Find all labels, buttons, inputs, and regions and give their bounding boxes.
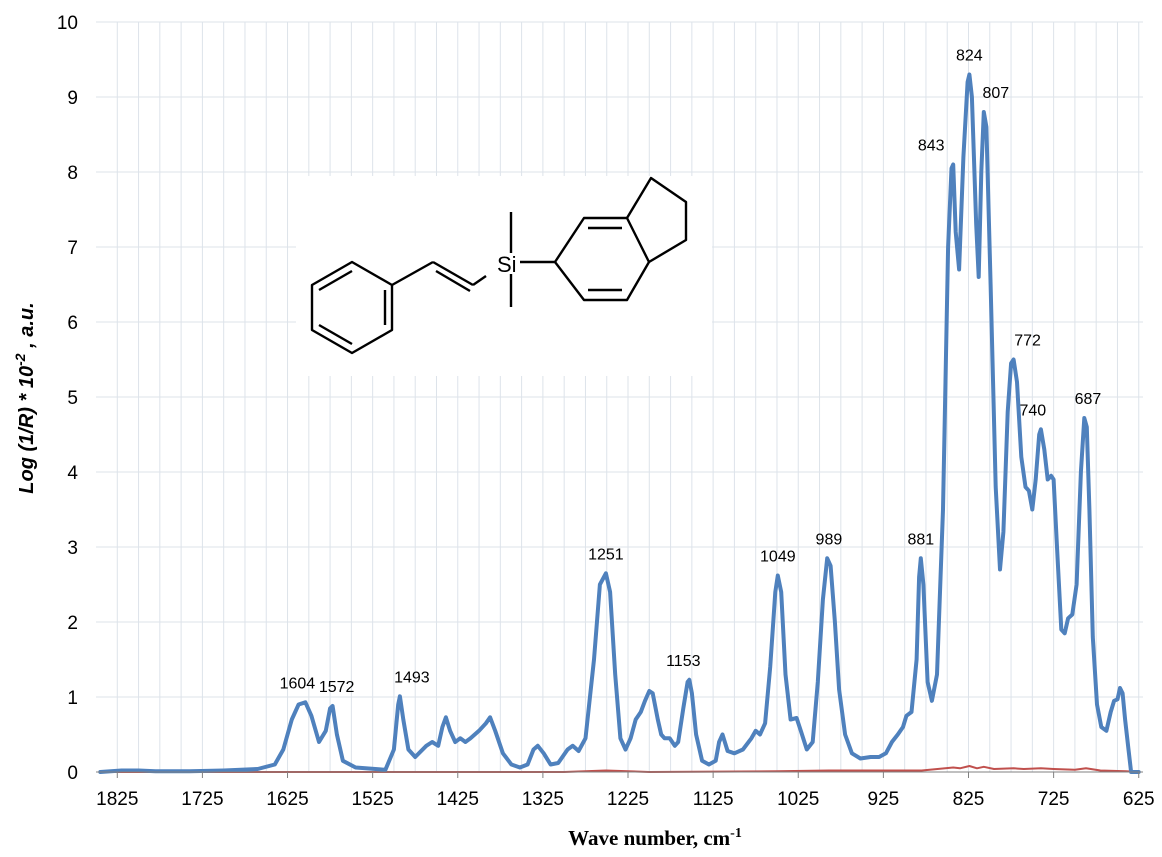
y-tick-label-3: 3 — [67, 538, 78, 559]
y-tick-label-5: 5 — [67, 388, 78, 409]
x-tick-label-1225: 1225 — [607, 789, 649, 810]
series-layer — [98, 72, 1141, 774]
phenyl-inner-bond-3 — [318, 323, 353, 346]
y-tick-label-4: 4 — [67, 463, 78, 484]
x-tick-label-1425: 1425 — [437, 789, 479, 810]
peak-label-740: 740 — [1020, 402, 1047, 419]
peak-label-1493: 1493 — [394, 669, 430, 686]
molecule-bonds — [310, 176, 688, 355]
x-tick-label-1025: 1025 — [777, 789, 819, 810]
vinyl-to-si-bond — [472, 275, 487, 286]
peak-label-772: 772 — [1014, 333, 1041, 350]
axes — [96, 771, 1143, 778]
molecule-structure-inset: Si — [296, 176, 712, 376]
peak-label-1153: 1153 — [666, 653, 701, 670]
y-tick-label-8: 8 — [67, 163, 78, 184]
peak-label-824: 824 — [956, 48, 983, 65]
y-axis-title-superscript: -2 — [12, 353, 28, 366]
y-tick-label-6: 6 — [67, 313, 78, 334]
peak-label-1572: 1572 — [319, 679, 355, 696]
x-tick-label-1625: 1625 — [266, 789, 308, 810]
vinyl-double-bond-a — [432, 260, 474, 287]
x-tick-label-625: 625 — [1123, 789, 1155, 810]
x-tick-label-1525: 1525 — [352, 789, 394, 810]
y-tick-label-7: 7 — [67, 238, 78, 259]
peak-label-807: 807 — [982, 85, 1009, 102]
peak-label-1604: 1604 — [280, 675, 316, 692]
peak-label-989: 989 — [816, 531, 843, 548]
x-axis-title-superscript: -1 — [730, 826, 742, 841]
y-tick-label-1: 1 — [67, 688, 78, 709]
series-line-main — [98, 72, 1141, 774]
inset-background — [296, 176, 712, 376]
silicon-atom-label: Si — [497, 252, 517, 277]
peak-label-881: 881 — [907, 531, 934, 548]
x-tick-label-1325: 1325 — [522, 789, 564, 810]
y-tick-label-2: 2 — [67, 613, 78, 634]
x-tick-label-825: 825 — [953, 789, 985, 810]
x-tick-label-925: 925 — [868, 789, 900, 810]
x-tick-label-1125: 1125 — [693, 789, 734, 810]
peak-label-843: 843 — [918, 138, 945, 155]
vinyl-double-bond-b — [435, 269, 471, 293]
y-tick-labels: 0 1 2 3 4 5 6 7 8 9 10 — [57, 13, 79, 784]
phenyl-inner-bond-2 — [318, 269, 353, 292]
y-axis-title-text: Log (1/R) * 10 — [16, 366, 38, 494]
peak-label-687: 687 — [1075, 391, 1102, 408]
x-tick-label-725: 725 — [1038, 789, 1070, 810]
peak-label-1049: 1049 — [760, 549, 796, 566]
y-tick-label-9: 9 — [67, 88, 78, 109]
y-tick-label-0: 0 — [67, 763, 78, 784]
y-axis-title-suffix: , a.u. — [16, 302, 38, 353]
y-axis-title: Log (1/R) * 10-2 , a.u. — [12, 302, 38, 493]
peak-label-1251: 1251 — [588, 546, 624, 563]
x-tick-label-1725: 1725 — [181, 789, 223, 810]
series-line-baseline — [99, 765, 1140, 773]
vinyl-bond-1 — [391, 260, 434, 287]
cyclobutene-ring — [625, 176, 688, 264]
y-tick-label-10: 10 — [57, 13, 78, 34]
x-axis-title: Wave number, cm-1 — [568, 826, 742, 850]
x-tick-labels: 1825 1725 1625 1525 1425 1325 1225 1125 1025 925 8… — [96, 789, 1154, 810]
x-tick-label-1825: 1825 — [96, 789, 138, 810]
x-axis-title-text: Wave number, cm — [568, 826, 730, 850]
